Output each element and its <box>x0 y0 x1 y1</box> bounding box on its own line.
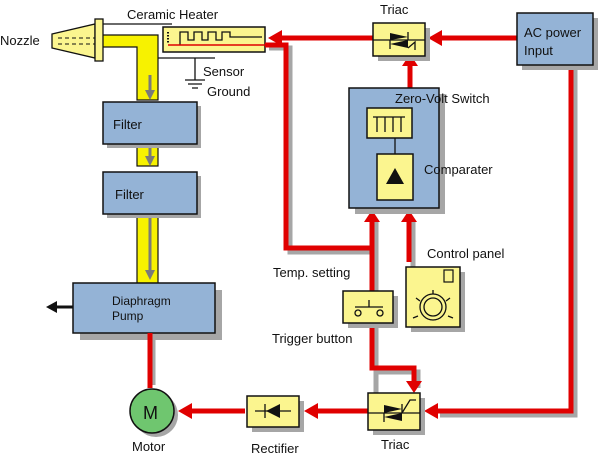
triac-top <box>372 22 430 61</box>
triac-bottom <box>367 392 425 435</box>
nozzle <box>51 18 215 62</box>
filter-1 <box>102 101 201 148</box>
control-panel <box>405 266 465 332</box>
rectifier <box>246 395 304 432</box>
filter-2-label: Filter <box>115 187 145 202</box>
ceramic-heater <box>162 26 266 53</box>
comparater-label: Comparater <box>424 162 493 177</box>
pump-label-line1: Diaphragm <box>112 294 171 308</box>
motor-label: Motor <box>132 439 166 454</box>
diaphragm-pump <box>46 282 222 340</box>
filter-2 <box>102 171 201 218</box>
ground-icon <box>185 58 205 89</box>
nozzle-label: Nozzle <box>0 33 40 48</box>
rectifier-label: Rectifier <box>251 441 299 456</box>
zero-volt-switch-block <box>348 87 445 214</box>
trigger-button <box>342 290 398 328</box>
control-panel-label: Control panel <box>427 246 504 261</box>
ac-label-line2: Input <box>524 43 553 58</box>
pump-label-line2: Pump <box>112 309 144 323</box>
temp-setting-label: Temp. setting <box>273 265 350 280</box>
triac-top-label: Triac <box>380 2 409 17</box>
triac-bottom-label: Triac <box>381 437 410 452</box>
filter-1-label: Filter <box>113 117 143 132</box>
motor-symbol: M <box>143 403 158 423</box>
trigger-button-label: Trigger button <box>272 331 352 346</box>
air-pipe <box>99 34 159 287</box>
zero-volt-switch-label: Zero-Volt Switch <box>395 91 490 106</box>
ac-label-line1: AC power <box>524 25 582 40</box>
ground-label: Ground <box>207 84 250 99</box>
ac-power-input <box>516 12 598 70</box>
motor <box>129 388 178 437</box>
ceramic-heater-label: Ceramic Heater <box>127 7 219 22</box>
wires <box>147 30 574 419</box>
sensor-label: Sensor <box>203 64 245 79</box>
